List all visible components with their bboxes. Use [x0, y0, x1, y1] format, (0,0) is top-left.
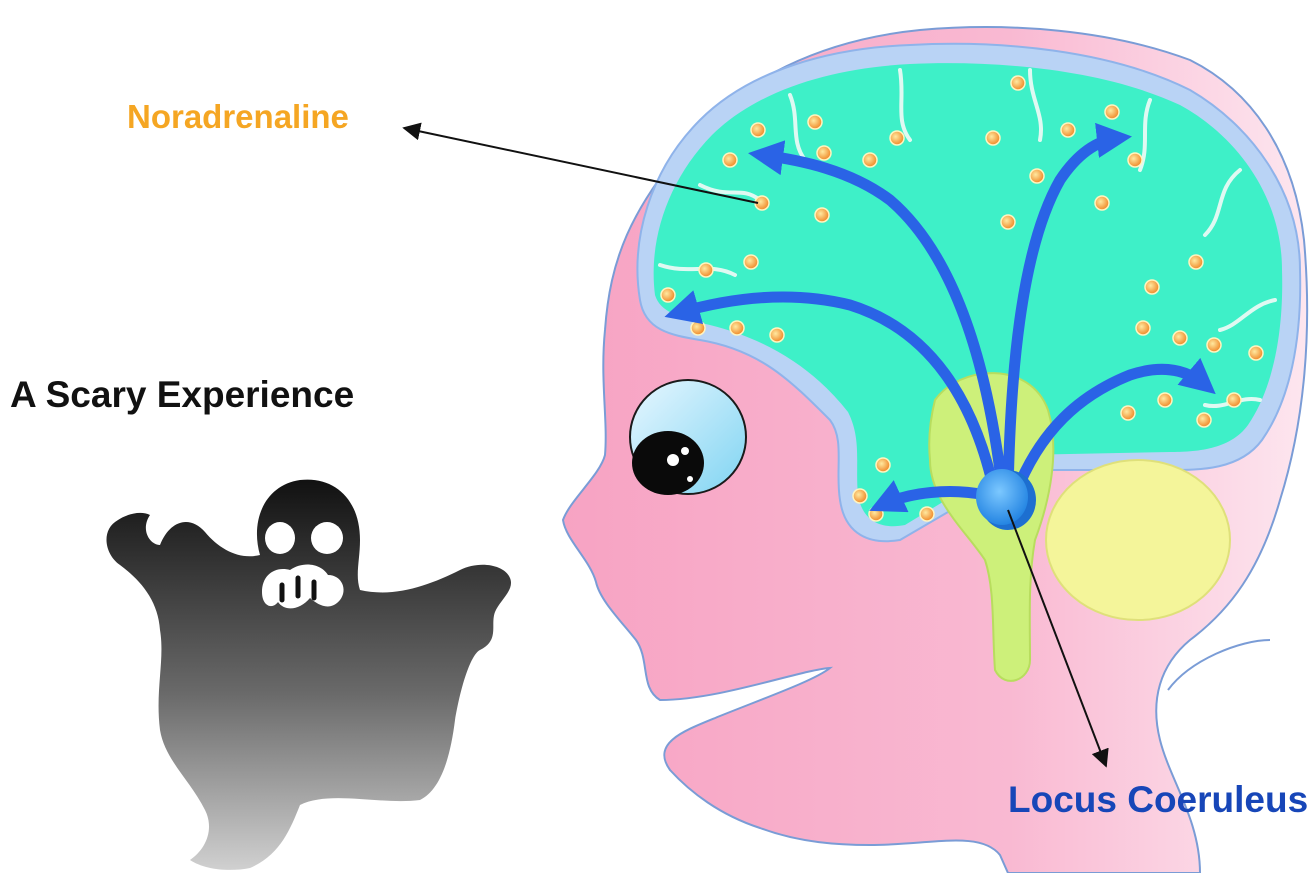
noradrenaline-dot [986, 131, 1000, 145]
noradrenaline-dot [691, 321, 705, 335]
ear-outline [1168, 640, 1270, 690]
noradrenaline-dot [863, 153, 877, 167]
noradrenaline-dot [890, 131, 904, 145]
ghost-left-eye [265, 522, 295, 554]
ghost-right-eye [311, 522, 343, 554]
noradrenaline-dot [661, 288, 675, 302]
noradrenaline-dot [723, 153, 737, 167]
noradrenaline-dot [815, 208, 829, 222]
noradrenaline-dot [1095, 196, 1109, 210]
noradrenaline-dot [1173, 331, 1187, 345]
noradrenaline-dot [1249, 346, 1263, 360]
noradrenaline-dot [1001, 215, 1015, 229]
noradrenaline-dot [770, 328, 784, 342]
ghost-icon [106, 480, 511, 870]
noradrenaline-dot [1128, 153, 1142, 167]
eye [630, 380, 746, 495]
noradrenaline-dot [1189, 255, 1203, 269]
noradrenaline-dot [699, 263, 713, 277]
cerebellum [1046, 460, 1230, 620]
noradrenaline-dot [1011, 76, 1025, 90]
noradrenaline-dot [751, 123, 765, 137]
noradrenaline-dot [1197, 413, 1211, 427]
scary-experience-label: A Scary Experience [10, 374, 354, 415]
ghost-body [106, 480, 511, 870]
noradrenaline-label: Noradrenaline [127, 98, 349, 135]
noradrenaline-dot [1030, 169, 1044, 183]
noradrenaline-dot [1158, 393, 1172, 407]
noradrenaline-dot [1121, 406, 1135, 420]
noradrenaline-dot [853, 489, 867, 503]
noradrenaline-dot [817, 146, 831, 160]
locus-coeruleus-label: Locus Coeruleus [1008, 779, 1308, 820]
noradrenaline-dot [1136, 321, 1150, 335]
noradrenaline-dot [876, 458, 890, 472]
noradrenaline-dot [1061, 123, 1075, 137]
noradrenaline-dot [744, 255, 758, 269]
noradrenaline-dot [920, 507, 934, 521]
noradrenaline-dot [730, 321, 744, 335]
noradrenaline-dot [1227, 393, 1241, 407]
noradrenaline-dot [808, 115, 822, 129]
noradrenaline-dot [1145, 280, 1159, 294]
noradrenaline-dot [1105, 105, 1119, 119]
noradrenaline-dot [1207, 338, 1221, 352]
